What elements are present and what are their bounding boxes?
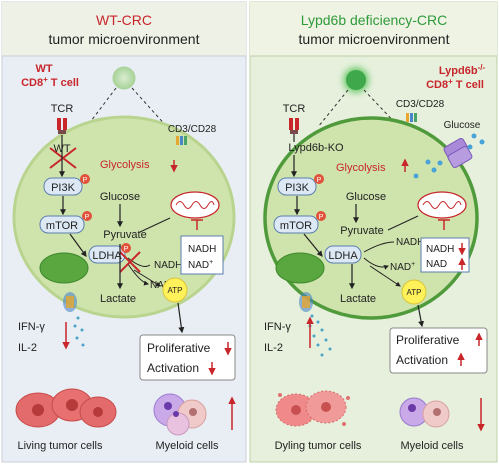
left-mitochondrion-icon [170,191,220,219]
right-nad-label: NAD+ [390,261,415,273]
right-mtor-label: mTOR [280,220,312,232]
left-cell-label-line2: CD8+ T cell [21,75,79,89]
right-cd3-receptor-icon [406,113,417,122]
right-cd3-label: CD3/CD28 [396,99,445,110]
left-proliferative-label: Proliferative [147,341,211,355]
left-cd3-receptor-icon [176,136,187,145]
left-pi3k-phospho-icon [80,174,90,184]
left-tcr-label: TCR [51,103,74,115]
right-atp-icon [401,279,427,305]
left-mtor-label: mTOR [46,220,78,232]
left-ldha-label: LDHA [92,250,122,262]
svg-text:P: P [124,246,129,253]
left-cross-icon [49,147,77,169]
right-mtor-phospho-icon [316,211,326,221]
right-title-line2: tumor microenvironment [299,31,450,47]
right-il2-label: IL-2 [264,342,283,354]
left-glucose-label: Glucose [100,191,140,203]
left-myeloid-label: Myeloid cells [156,440,219,452]
right-myeloid-label: Myeloid cells [401,440,464,452]
right-pi3k-label: PI3K [285,182,310,194]
left-pi3k-node [43,177,83,196]
right-cell-label-line1: Lypd6b-/- [439,63,486,77]
right-glycolysis-label: Glycolysis [336,162,386,174]
left-myeloid-cells-icon [153,393,207,436]
svg-text:P: P [319,214,324,221]
right-cytokine-vesicle-icon [299,292,332,357]
left-small-tcell [112,66,136,90]
left-nadh-box [180,235,224,275]
right-small-tcell [346,70,366,90]
left-ifn-label: IFN-γ [18,321,45,333]
left-title-bg [2,2,246,56]
left-pi3k-label: PI3K [51,182,76,194]
right-tcr-receptor-icon [289,118,299,134]
right-title-bg [250,2,497,56]
right-pi3k-phospho-icon [314,174,324,184]
right-mtor-node [273,215,319,234]
right-atp-label: ATP [407,288,422,297]
right-pi3k-node [277,177,317,196]
right-ko-label: Lypd6b-KO [288,142,344,154]
left-title-line2: tumor microenvironment [49,31,200,47]
left-ldha-phospho-icon [121,243,131,253]
svg-text:P: P [317,177,322,184]
left-mtor-node [39,215,85,234]
right-title-line1: Lypd6b deficiency-CRC [301,12,448,28]
left-panel: WT-CRC tumor microenvironment WT CD8+ T … [1,1,247,463]
left-lactate-label: Lactate [100,293,136,305]
right-panel: Lypd6b deficiency-CRC tumor microenviron… [249,1,498,463]
right-ldha-node [324,245,362,264]
left-cd3-label: CD3/CD28 [168,124,217,135]
left-cell-label-line1: WT [35,63,52,75]
left-nadh-label: NADH [154,260,182,271]
left-cytokine-vesicle-icon [63,292,85,347]
right-dying-tumor-label: Dyling tumor cells [275,440,362,452]
right-activation-label: Activation [396,353,448,367]
right-glucose-transporter-icon [413,133,485,179]
left-title-line1: WT-CRC [96,12,152,28]
right-nucleus [275,252,325,284]
left-glycolysis-label: Glycolysis [100,159,150,171]
left-atp-icon [162,277,188,303]
right-lactate-label: Lactate [340,293,376,305]
svg-text:P: P [83,177,88,184]
left-ldha-node [88,245,126,264]
right-nadh-box-line2: NAD [426,259,447,270]
right-pyruvate-label: Pyruvate [340,225,383,237]
left-mtor-phospho-icon [82,211,92,221]
left-ldha-cross-icon [119,251,141,273]
right-myeloid-cells-icon [399,397,450,428]
right-glucose-outside-label: Glucose [444,120,481,131]
right-phenotype-box [389,327,488,374]
left-tcr-receptor-icon [57,118,67,134]
left-tumor-cells-icon [15,388,117,428]
left-living-tumor-label: Living tumor cells [18,440,103,452]
right-tcr-label: TCR [283,103,306,115]
svg-text:P: P [85,214,90,221]
right-ldha-label: LDHA [328,250,358,262]
right-nadh-box-line1: NADH [426,244,454,255]
left-nadh-box-line1: NADH [188,244,216,255]
right-ifn-label: IFN-γ [264,321,291,333]
right-cell-label-line2: CD8+ T cell [426,77,484,91]
left-pyruvate-label: Pyruvate [103,229,146,241]
left-nucleus [39,252,89,284]
right-dying-tumor-cells-icon [275,390,350,427]
right-proliferative-label: Proliferative [396,333,460,347]
right-mitochondrion-icon [417,191,467,219]
left-il2-label: IL-2 [18,342,37,354]
left-activation-label: Activation [147,361,199,375]
right-nadh-label: NADH [396,237,424,248]
left-nadh-box-line2: NAD+ [188,259,213,271]
left-atp-label: ATP [168,286,183,295]
right-glucose-label: Glucose [346,191,386,203]
